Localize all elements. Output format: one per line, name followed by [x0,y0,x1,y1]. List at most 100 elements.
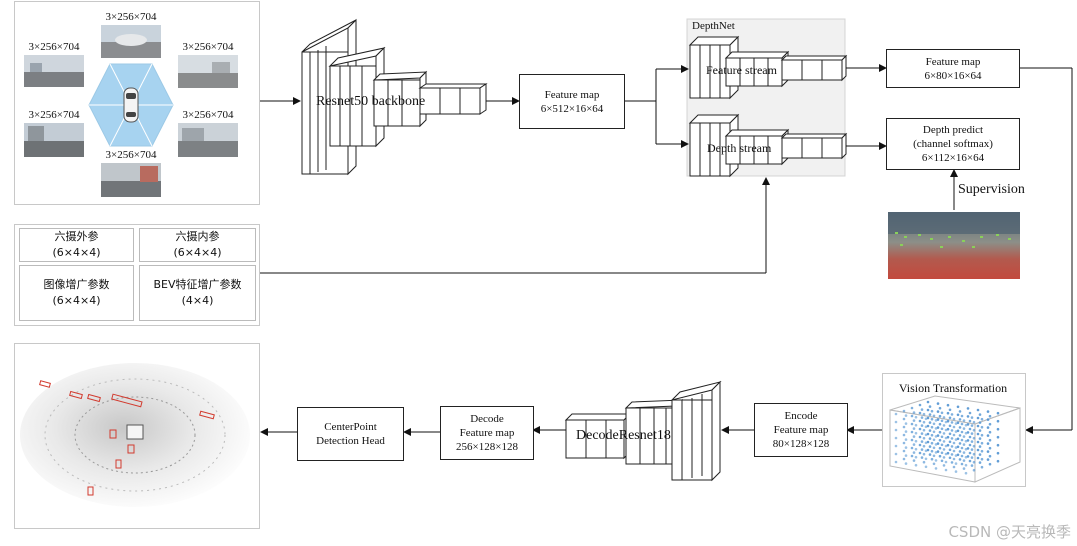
connectors [259,64,1073,436]
voxel-dot [986,418,990,421]
box-title: Feature map [544,88,600,101]
voxel-dot [940,443,944,447]
voxel-dot [904,438,908,441]
voxel-dot [976,424,980,428]
voxel-dot [922,428,926,432]
voxel-dot [930,417,934,421]
voxel-dot [934,435,938,438]
voxel-dot [978,437,982,440]
voxel-dot [970,448,974,451]
voxel-dot [926,440,930,444]
voxel-dot [928,405,932,408]
voxel-dot [912,427,916,430]
voxel-dot [932,438,936,442]
voxel-dot [988,414,992,418]
voxel-dot [924,457,928,461]
box-title: Encode [784,410,818,422]
voxel-dot [972,452,976,456]
voxel-dot [918,419,922,423]
voxel-dot [996,435,1000,439]
voxel-dot [958,410,962,413]
voxel-dot [972,468,976,472]
voxel-dot [930,409,934,413]
param-dims: (4×4) [181,294,214,307]
voxel-dot [920,424,924,427]
voxel-dot [970,456,974,459]
voxel-dot [934,467,938,470]
voxel-dot [894,444,898,448]
backbone-label: Resnet50 backbone [316,94,426,109]
voxel-dot [962,459,966,462]
voxel-dot [966,447,970,450]
voxel-dot [904,430,908,433]
voxel-dot [918,443,922,447]
box-subtitle: (channel softmax) [913,138,993,150]
voxel-dot [942,440,946,443]
voxel-dot [894,412,898,416]
voxel-dot [902,409,906,413]
voxel-dot [980,433,984,437]
voxel-dot [912,451,916,454]
voxel-dot [956,429,960,433]
voxel-dot [930,425,934,429]
camera-dim-back-left: 3×256×704 [28,109,80,121]
voxel-dot [966,423,970,426]
resnet50-blocks [301,18,488,176]
voxel-dot [904,446,908,449]
voxel-dot [976,448,980,452]
voxel-dot [930,433,934,437]
voxel-dot [914,463,918,467]
box-dims: 6×112×16×64 [921,152,985,164]
decode-resnet18-label: DecodeResnet18 [576,428,671,443]
voxel-dot [952,433,956,437]
encode-feature-map-box: Encode Feature map 80×128×128 [754,403,848,457]
voxel-dot [980,417,984,421]
feature-map-context-box: Feature map 6×80×16×64 [886,49,1020,88]
voxel-dot [934,427,938,430]
depth-stream-blocks [688,113,848,178]
voxel-dot [950,421,954,424]
voxel-dot [988,462,992,466]
voxel-dot [988,422,992,426]
voxel-dot [986,426,990,429]
voxel-dot [936,434,940,437]
voxel-dot [902,417,906,421]
voxel-dot [962,443,966,446]
voxel-dot [894,452,898,456]
voxel-dot [944,452,948,456]
depthnet-title: DepthNet [692,20,735,32]
voxel-dot [928,437,932,440]
voxel-dot [946,435,950,439]
voxel-dot [928,421,932,424]
voxel-dot [940,435,944,439]
voxel-dot [928,453,932,456]
voxel-dot [942,432,946,435]
voxel-dot [968,443,972,447]
voxel-dot [988,454,992,458]
voxel-dot [948,416,952,420]
decode-resnet18-blocks [564,380,722,482]
voxel-dot [948,408,952,412]
voxel-dot [938,438,942,442]
voxel-dot [956,413,960,417]
voxel-dot [920,456,924,459]
voxel-dot [904,422,908,425]
voxel-dot [930,441,934,445]
param-cell-bev-aug: BEV特征增广参数 (4×4) [139,265,256,321]
voxel-dot [942,448,946,451]
voxel-dot [964,463,968,467]
voxel-dot [914,423,918,427]
param-dims: (6×4×4) [52,294,101,307]
voxel-dot [954,470,958,473]
voxel-dot [968,451,972,455]
voxel-dot [970,432,974,435]
voxel-dot [938,422,942,426]
voxel-dot [910,422,914,426]
voxel-dot [960,422,964,426]
voxel-dot [918,435,922,439]
depth-stream-label: Depth stream [707,141,772,155]
voxel-dot [952,449,956,453]
voxel-dot [924,433,928,437]
voxel-dot [924,425,928,429]
detection-output-panel [14,343,260,529]
